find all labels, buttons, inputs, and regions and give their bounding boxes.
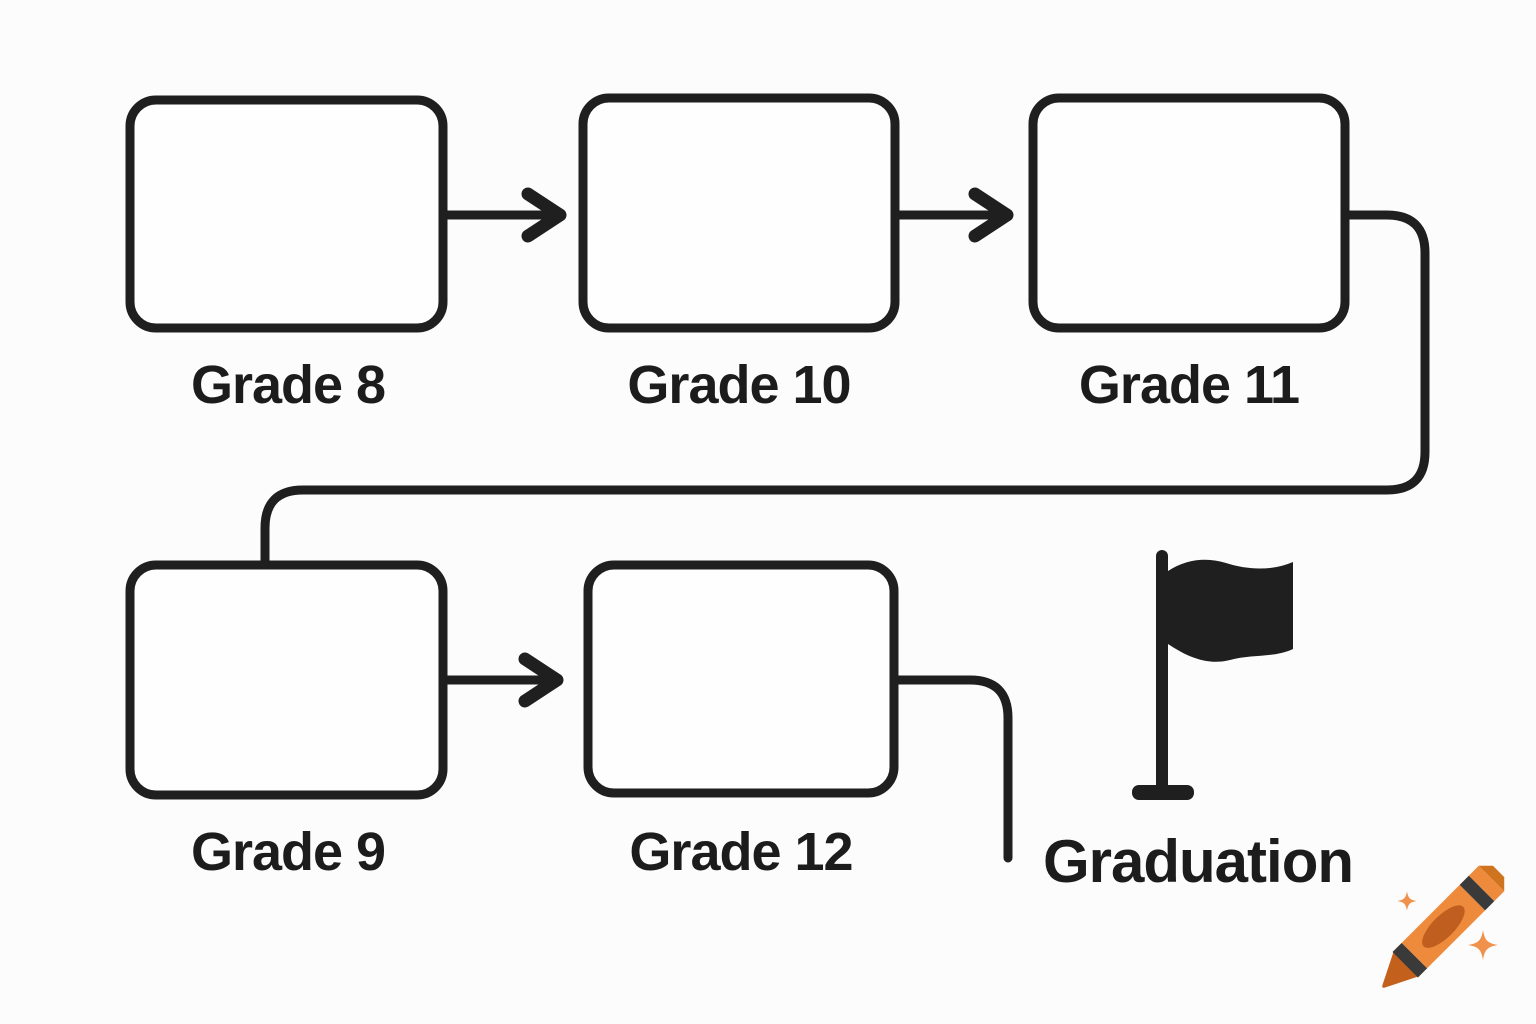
connector-grade12-to-graduation [889, 675, 1013, 863]
crayon-tip [1382, 950, 1420, 988]
grade-12-label: Grade 12 [629, 822, 852, 882]
connector-grade11-to-grade9 [260, 210, 1430, 570]
grade-10-box [578, 93, 900, 333]
arrowhead-icon [521, 187, 567, 243]
grade-12-box [583, 560, 899, 798]
graduation-label: Graduation [1043, 828, 1353, 895]
arrow-grade8-to-grade10 [438, 187, 567, 243]
arrow-grade9-to-grade12 [438, 652, 564, 708]
arrowhead-icon [518, 652, 564, 708]
flag-pole [1156, 550, 1168, 796]
crayon-icon [1382, 865, 1505, 988]
crayon-oval [1422, 905, 1465, 948]
grade-11-label: Grade 11 [1079, 355, 1299, 415]
arrow-grade10-to-grade11 [890, 187, 1014, 243]
grade-9-box [125, 560, 448, 800]
arrowhead-icon [968, 187, 1014, 243]
flag-base [1132, 785, 1194, 800]
sparkle-icon [1468, 930, 1498, 960]
grade-8-label: Grade 8 [191, 355, 385, 415]
grade-11-box [1028, 93, 1350, 333]
grade-9-label: Grade 9 [191, 822, 385, 882]
grade-10-label: Grade 10 [627, 355, 850, 415]
grade-8-box [125, 95, 448, 333]
crayon-end-body [1468, 865, 1505, 902]
sparkle-icon [1397, 891, 1417, 911]
crayon-stripe [1459, 875, 1495, 911]
flag-icon [1132, 550, 1293, 800]
crayon-stripe [1392, 942, 1428, 978]
flag-banner [1168, 559, 1293, 662]
